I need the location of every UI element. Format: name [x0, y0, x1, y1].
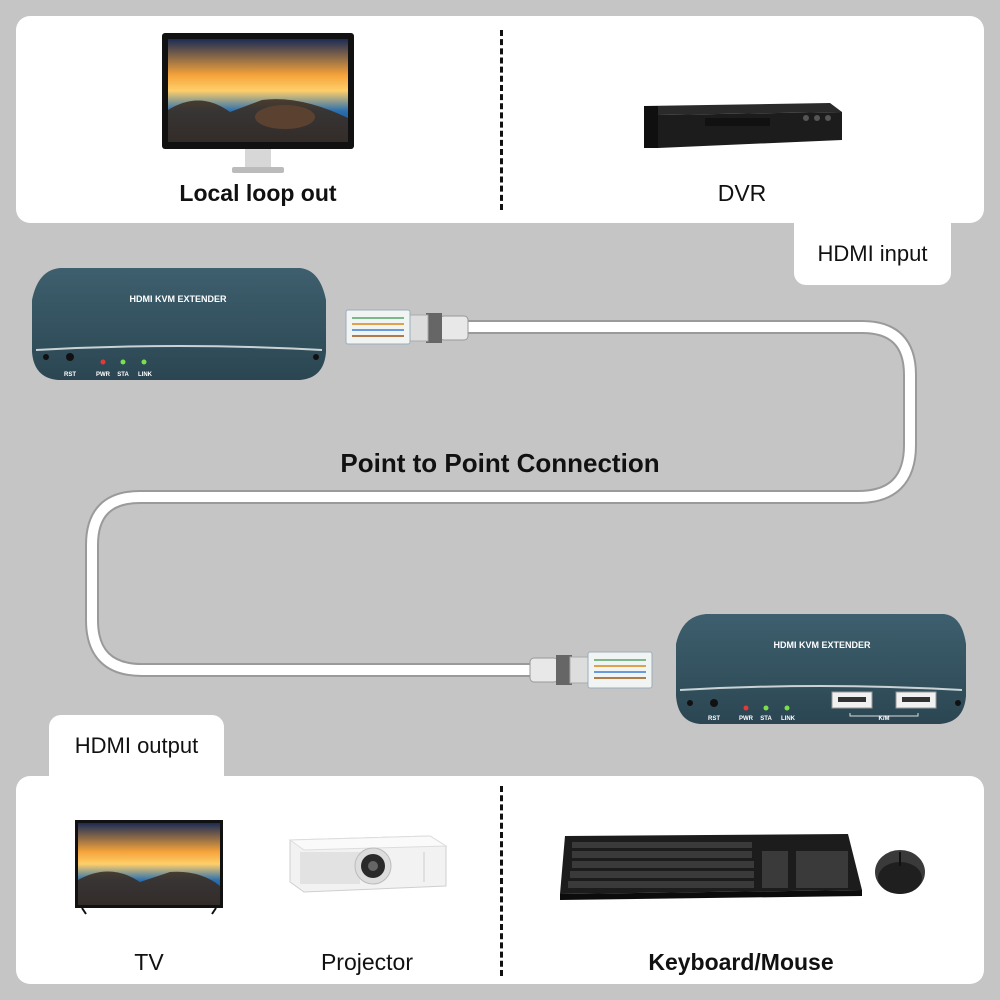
extender-transmitter-icon	[32, 268, 326, 380]
tv-icon	[75, 820, 223, 915]
led-label-pwr: PWR	[739, 716, 754, 722]
extender-receiver-icon	[676, 614, 966, 724]
tv-label: TV	[134, 949, 164, 975]
keyboard-icon	[560, 834, 862, 900]
local-loop-out-label: Local loop out	[179, 180, 337, 206]
extender-name-bottom: HDMI KVM EXTENDER	[773, 640, 871, 650]
rj45-connector-icon	[345, 309, 469, 345]
km-label: K/M	[879, 716, 890, 722]
monitor-icon	[162, 33, 354, 173]
ethernet-cable	[87, 322, 915, 675]
keyboard-mouse-label: Keyboard/Mouse	[648, 949, 834, 975]
hdmi-output-tab: HDMI output	[49, 715, 224, 777]
led-label-rst: RST	[708, 716, 720, 722]
rj45-connector-icon	[529, 651, 653, 689]
bottom-divider	[500, 786, 503, 976]
led-label-pwr: PWR	[96, 372, 111, 378]
dvr-label: DVR	[717, 180, 767, 206]
projector-label: Projector	[320, 949, 414, 975]
extender-name-top: HDMI KVM EXTENDER	[129, 294, 227, 304]
mouse-icon	[875, 850, 925, 894]
led-label-link: LINK	[138, 372, 153, 378]
top-divider	[500, 30, 503, 210]
point-to-point-title: Point to Point Connection	[340, 448, 660, 478]
projector-icon	[288, 835, 448, 893]
hdmi-input-tab: HDMI input	[794, 223, 951, 285]
led-label-rst: RST	[64, 372, 76, 378]
led-label-sta: STA	[117, 372, 129, 378]
led-label-sta: STA	[760, 716, 772, 722]
dvr-icon	[644, 103, 842, 148]
led-label-link: LINK	[781, 716, 796, 722]
